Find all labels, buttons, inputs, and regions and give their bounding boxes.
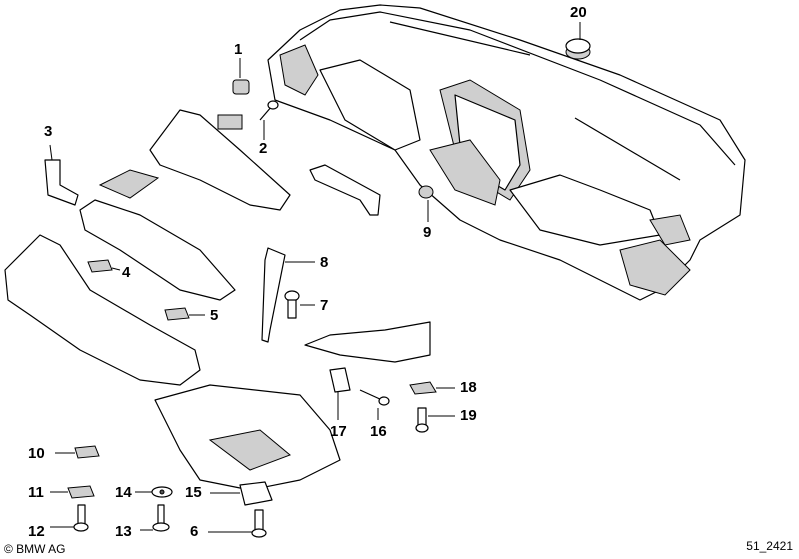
- part-5-clip: [164, 307, 190, 321]
- callout-2: 2: [259, 140, 268, 157]
- callout-14: 14: [115, 484, 132, 501]
- part-3-bracket: [44, 144, 79, 206]
- part-20-plug: [565, 22, 591, 60]
- callout-1: 1: [234, 41, 243, 58]
- callout-17: 17: [330, 423, 347, 440]
- part-2-screw: [259, 100, 279, 140]
- side-duct: [304, 321, 431, 363]
- callout-9: 9: [423, 224, 432, 241]
- part-11-clip: [67, 485, 95, 499]
- part-7-bolt: [284, 290, 315, 319]
- part-9-plug: [418, 185, 434, 222]
- part-8-rod: [261, 247, 315, 343]
- callout-4: 4: [122, 264, 131, 281]
- part-1-clip: [232, 58, 250, 95]
- part-6-screw: [208, 509, 267, 538]
- callout-6: 6: [190, 523, 199, 540]
- diagram-number: 51_2421: [746, 539, 793, 553]
- copyright-notice: © BMW AG: [4, 542, 66, 556]
- part-13-bolt: [140, 504, 170, 532]
- callout-11: 11: [28, 484, 44, 501]
- callout-20: 20: [570, 4, 587, 21]
- lower-trim-panel: [4, 234, 201, 386]
- under-panel-opening: [208, 429, 291, 471]
- center-bracket: [309, 164, 381, 216]
- callout-3: 3: [44, 123, 53, 140]
- callout-15: 15: [185, 484, 202, 501]
- air-duct: [79, 199, 236, 301]
- callout-16: 16: [370, 423, 387, 440]
- callout-12: 12: [28, 523, 45, 540]
- part-10-clip: [74, 445, 100, 459]
- callout-8: 8: [320, 254, 329, 271]
- part-18-clip: [409, 381, 437, 395]
- part-19-screw: [415, 407, 455, 433]
- dashboard-panel: [267, 4, 746, 301]
- part-17-clip: [329, 367, 351, 393]
- callout-10: 10: [28, 445, 45, 462]
- part-16-screw: [359, 389, 390, 420]
- callout-19: 19: [460, 407, 477, 424]
- callout-18: 18: [460, 379, 477, 396]
- part-14-washer: [135, 486, 173, 498]
- callout-7: 7: [320, 297, 329, 314]
- part-4-clip: [87, 259, 113, 273]
- part-12-screw: [50, 504, 89, 532]
- clip-element: [217, 114, 243, 130]
- callout-5: 5: [210, 307, 219, 324]
- upper-trim-panel: [149, 109, 291, 211]
- vent-grille: [98, 169, 160, 199]
- part-15-clip: [239, 481, 273, 506]
- callout-13: 13: [115, 523, 132, 540]
